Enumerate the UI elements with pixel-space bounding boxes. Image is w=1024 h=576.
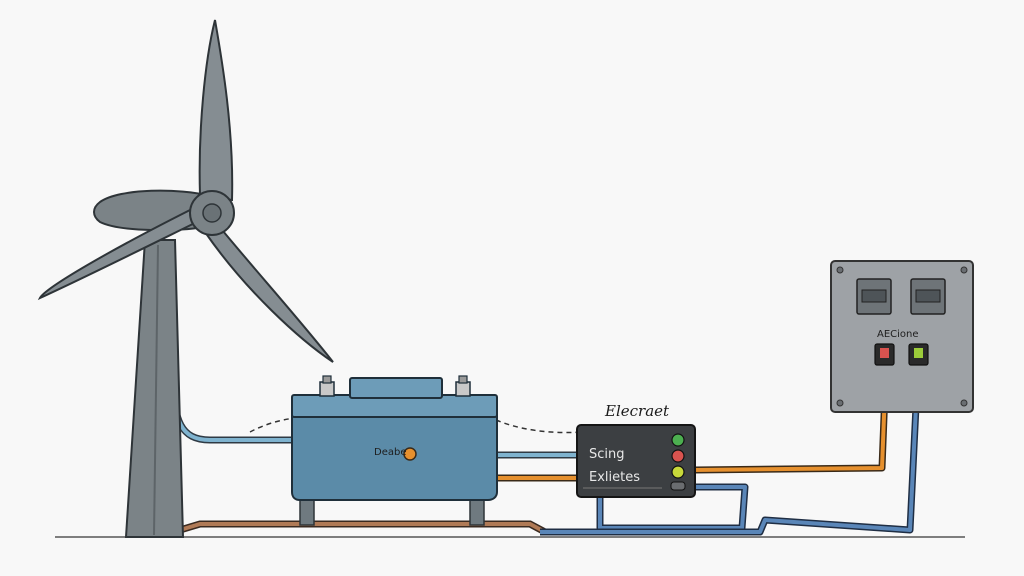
battery-body	[291, 413, 498, 501]
led-red-icon	[671, 449, 685, 463]
turbine-blade-top	[198, 19, 234, 202]
electrical-panel-icon: AECione	[830, 260, 974, 413]
panel-label: AECione	[877, 329, 919, 340]
wire-turbine-to-battery	[168, 376, 299, 444]
controller-title: Elecraet	[604, 402, 670, 420]
wind-turbine-icon	[37, 19, 334, 538]
dashed-connector-right	[495, 419, 583, 434]
led-yellow-icon	[671, 465, 685, 479]
turbine-tower	[124, 239, 185, 538]
battery-terminal-right	[455, 381, 471, 397]
ground-wire-fill	[178, 522, 547, 534]
battery-connector	[403, 447, 417, 461]
turbine-blade-right	[203, 223, 334, 363]
led-green-icon	[671, 433, 685, 447]
wire-controller-to-panel-blue-fill	[598, 485, 747, 530]
controller-body	[576, 424, 696, 498]
turbine-blade-left	[37, 203, 207, 301]
battery-label: Deabe	[374, 447, 406, 458]
controller-line1: Scing	[589, 447, 625, 462]
battery-top-block	[349, 377, 443, 399]
controller-button	[670, 481, 686, 491]
controller-line2: Exlietes	[589, 470, 640, 485]
wire-turbine-to-battery-fill	[170, 378, 297, 442]
battery-icon: Deabe	[291, 375, 498, 526]
wire-ground-to-panel-blue-fill	[540, 364, 920, 534]
charge-controller-icon: Elecraet Scing Exlietes	[576, 402, 696, 498]
battery-terminal-left	[319, 381, 335, 397]
